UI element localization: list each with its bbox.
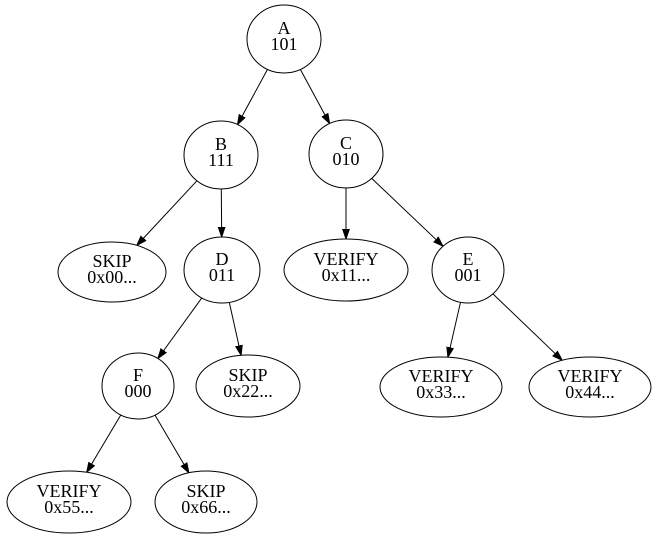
edge-f-skip_0x66 bbox=[154, 414, 189, 473]
node-verify_0x33: VERIFY0x33... bbox=[379, 356, 503, 418]
node-e-circle bbox=[431, 236, 505, 304]
node-verify_0x55-ellipse bbox=[6, 470, 132, 534]
node-a-circle bbox=[246, 4, 322, 74]
node-skip_0x00: SKIP0x00... bbox=[57, 241, 167, 303]
node-verify_0x55-label-line-2: 0x55... bbox=[44, 497, 94, 517]
node-verify_0x44-label-line-2: 0x44... bbox=[565, 382, 615, 402]
edge-b-skip_0x00 bbox=[137, 180, 198, 246]
node-d-label-line-1: D bbox=[216, 249, 229, 269]
node-a-label-line-1: A bbox=[278, 18, 291, 38]
node-c-circle bbox=[308, 119, 384, 189]
edge-d-skip_0x22 bbox=[228, 302, 241, 355]
node-verify_0x33-label-line-2: 0x33... bbox=[416, 382, 466, 402]
node-skip_0x22-label-line-1: SKIP bbox=[228, 365, 267, 385]
node-f-circle bbox=[101, 352, 175, 420]
node-a-label-line-2: 101 bbox=[271, 34, 298, 54]
node-b-label-line-2: 111 bbox=[208, 150, 234, 170]
node-verify_0x11: VERIFY0x11... bbox=[283, 238, 409, 302]
node-f-label-line-2: 000 bbox=[125, 381, 152, 401]
node-skip_0x66: SKIP0x66... bbox=[154, 470, 258, 534]
node-d-label-line-2: 011 bbox=[209, 265, 235, 285]
node-verify_0x11-label-line-2: 0x11... bbox=[322, 265, 371, 285]
node-skip_0x22-label-line-2: 0x22... bbox=[223, 381, 273, 401]
node-verify_0x44: VERIFY0x44... bbox=[528, 356, 652, 418]
node-skip_0x00-label-line-2: 0x00... bbox=[87, 267, 137, 287]
node-skip_0x00-ellipse bbox=[57, 241, 167, 303]
node-verify_0x44-label-line-1: VERIFY bbox=[557, 366, 622, 386]
node-skip_0x00-label-line-1: SKIP bbox=[92, 251, 131, 271]
node-skip_0x22: SKIP0x22... bbox=[195, 354, 301, 418]
node-f-label-line-1: F bbox=[133, 365, 143, 385]
node-skip_0x66-ellipse bbox=[154, 470, 258, 534]
node-c-label-line-1: C bbox=[340, 133, 352, 153]
node-verify_0x55-label-line-1: VERIFY bbox=[36, 481, 101, 501]
node-verify_0x11-label-line-1: VERIFY bbox=[313, 249, 378, 269]
node-verify_0x33-ellipse bbox=[379, 356, 503, 418]
node-e-label-line-1: E bbox=[463, 249, 474, 269]
nodes-layer: A101B111C010SKIP0x00...D011VERIFY0x11...… bbox=[6, 4, 652, 534]
edge-c-e bbox=[371, 178, 443, 246]
edge-f-verify_0x55 bbox=[87, 414, 122, 472]
node-verify_0x55: VERIFY0x55... bbox=[6, 470, 132, 534]
node-verify_0x44-ellipse bbox=[528, 356, 652, 418]
node-c-label-line-2: 010 bbox=[333, 149, 360, 169]
node-d-circle bbox=[183, 236, 261, 304]
node-verify_0x33-label-line-1: VERIFY bbox=[408, 366, 473, 386]
node-skip_0x66-label-line-1: SKIP bbox=[186, 481, 225, 501]
node-b-label-line-1: B bbox=[215, 134, 227, 154]
node-skip_0x22-ellipse bbox=[195, 354, 301, 418]
edge-e-verify_0x44 bbox=[492, 293, 562, 360]
edge-a-b bbox=[238, 69, 268, 124]
edges-layer bbox=[87, 69, 563, 472]
node-e-label-line-2: 001 bbox=[455, 265, 482, 285]
edge-d-f bbox=[158, 297, 203, 359]
edge-e-verify_0x33 bbox=[448, 302, 461, 357]
edge-a-c bbox=[299, 69, 329, 124]
node-verify_0x11-ellipse bbox=[283, 238, 409, 302]
node-skip_0x66-label-line-2: 0x66... bbox=[181, 497, 231, 517]
node-b-circle bbox=[183, 120, 259, 190]
